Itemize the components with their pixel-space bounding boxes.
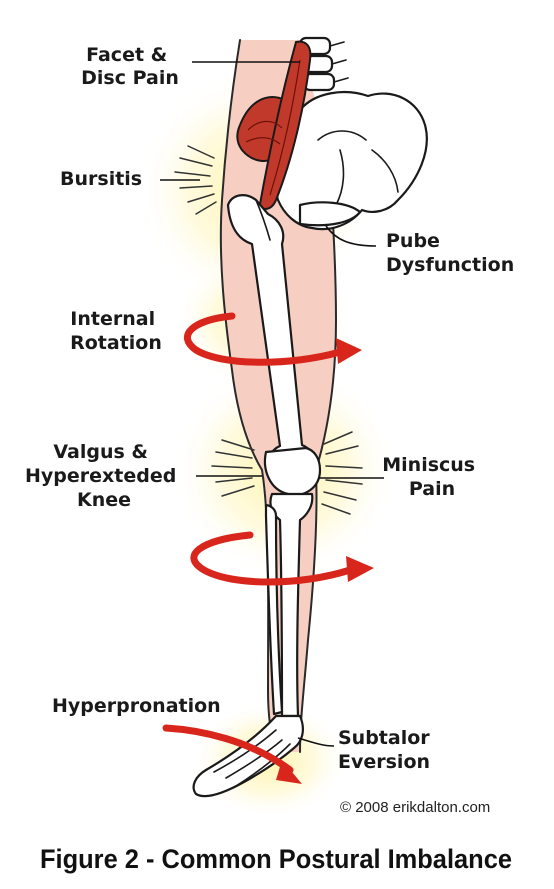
psoas-muscle [258,40,312,210]
bursitis-rays [174,145,217,215]
facet-line-2: Disc Pain [81,67,179,89]
valgus-line-2: Hyperexteded [25,465,176,487]
hyperpronation-arrow [162,724,302,784]
label-internal-rotation: Internal Rotation [70,308,162,354]
pubic-symphysis [298,201,362,227]
label-pube-dysfunction: Pube Dysfunction [386,230,514,276]
muscle-fibers [245,59,301,196]
label-subtalor-eversion: Subtalor Eversion [338,727,436,773]
valgus-rays [211,439,255,497]
pelvis [273,90,428,231]
miniscus-line-1: Miniscus [382,454,475,476]
femur-neck [255,199,271,241]
fibula [264,503,284,716]
label-valgus-knee: Valgus & Hyperexteded Knee [25,441,183,511]
pube-line-2: Dysfunction [386,254,514,276]
subtalor-line-2: Eversion [338,751,430,773]
valgus-line-3: Knee [77,489,131,511]
leg-outline-outer [219,39,277,753]
internal-rotation-arrow [183,312,362,366]
label-bursitis: Bursitis [60,168,142,190]
pube-line-1: Pube [386,230,440,252]
valgus-line-1: Valgus & [53,441,148,463]
knee-condyles [263,446,322,496]
facet-line-1: Facet & [86,44,167,66]
foot-bones [192,714,304,798]
label-hyperpronation: Hyperpronation [52,695,221,717]
pube-leader [325,225,377,247]
internal-line-2: Rotation [70,332,162,354]
subtalor-line-1: Subtalor [338,727,430,749]
label-facet-disc-pain: Facet & Disc Pain [81,44,179,89]
foot-detail [213,729,291,787]
label-miniscus-pain: Miniscus Pain [382,454,482,500]
internal-line-1: Internal [70,308,155,330]
subtalor-leader [297,737,335,747]
figure-caption: Figure 2 - Common Postural Imbalance [40,844,512,874]
pelvis-detail [317,130,399,206]
miniscus-rays [321,431,363,515]
copyright: © 2008 erikdalton.com [340,799,490,816]
tibial-rotation-arrow [190,531,374,586]
miniscus-line-2: Pain [409,478,455,500]
